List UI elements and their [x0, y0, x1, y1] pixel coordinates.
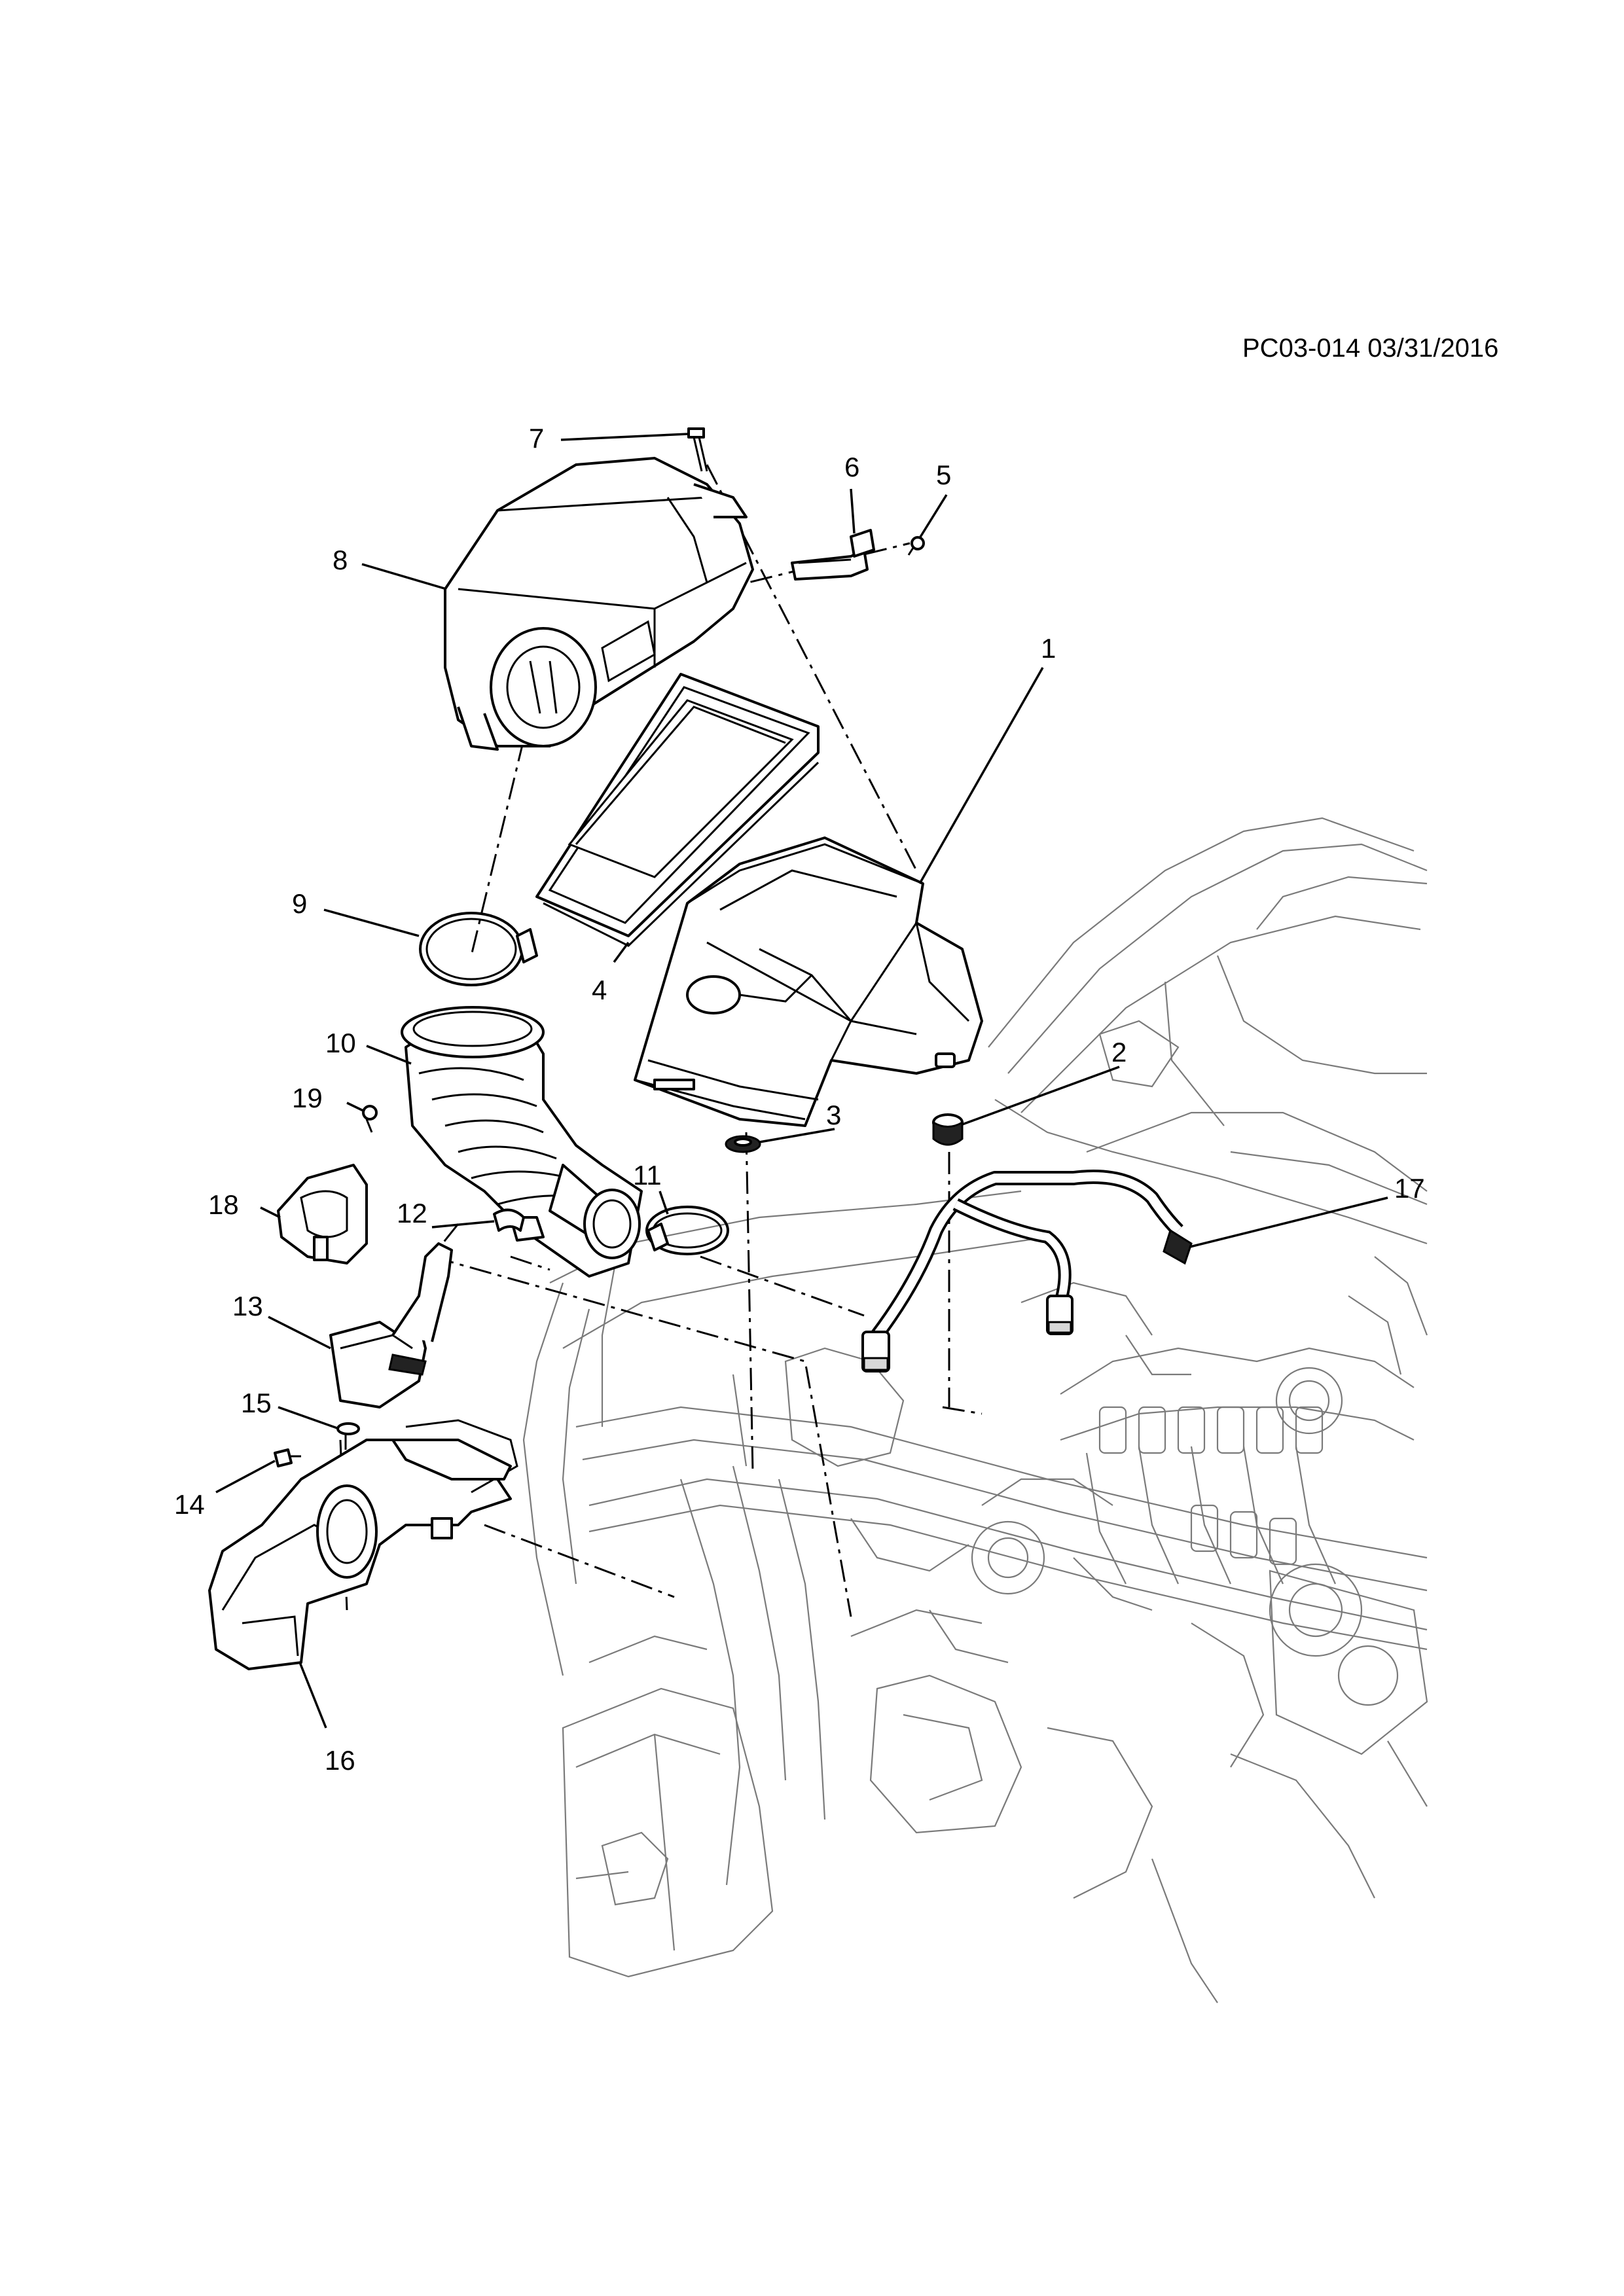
part-12-clip [493, 1208, 525, 1232]
part-1-air-cleaner-lower-housing [634, 836, 983, 1127]
callout-6: 6 [844, 452, 859, 482]
callout-3: 3 [826, 1100, 841, 1130]
part-14-bolt [274, 1448, 301, 1467]
callout-8: 8 [333, 545, 348, 575]
part-2-grommet [932, 1113, 964, 1146]
part-9-clamp [419, 912, 538, 986]
callout-15: 15 [241, 1388, 272, 1418]
part-18-bracket [277, 1164, 368, 1265]
callout-4: 4 [592, 975, 607, 1005]
callout-11: 11 [633, 1160, 662, 1191]
callout-labels: 1 2 3 4 5 6 7 8 9 10 11 12 13 14 15 16 1… [174, 423, 1425, 1776]
callout-2: 2 [1111, 1037, 1127, 1067]
part-5-screw [907, 536, 925, 556]
drawing-reference: PC03-014 03/31/2016 [1242, 334, 1499, 363]
leader-lines [215, 433, 1388, 1729]
callout-5: 5 [936, 459, 951, 490]
callout-12: 12 [397, 1198, 427, 1229]
callout-13: 13 [232, 1291, 263, 1321]
callout-18: 18 [208, 1189, 239, 1220]
part-10-air-intake-duct [401, 1006, 643, 1278]
part-7-bolt [687, 427, 708, 472]
part-17-wiring-harness [861, 1170, 1193, 1372]
part-16-air-inlet-duct [208, 1419, 518, 1670]
part-4-air-filter-element [535, 673, 820, 947]
part-13-resonator [329, 1242, 453, 1408]
callout-14: 14 [174, 1489, 205, 1520]
callout-17: 17 [1394, 1173, 1425, 1204]
callout-9: 9 [292, 888, 307, 919]
callout-7: 7 [529, 423, 544, 454]
part-11-clamp [645, 1206, 729, 1255]
part-6-sensor [791, 529, 875, 581]
part-8-air-cleaner-upper-housing [444, 457, 754, 751]
part-19-push-pin [362, 1105, 378, 1133]
callout-10: 10 [325, 1028, 356, 1058]
part-3-washer [725, 1135, 761, 1153]
callout-1: 1 [1041, 633, 1056, 664]
callout-19: 19 [292, 1083, 323, 1113]
callout-16: 16 [325, 1745, 355, 1776]
